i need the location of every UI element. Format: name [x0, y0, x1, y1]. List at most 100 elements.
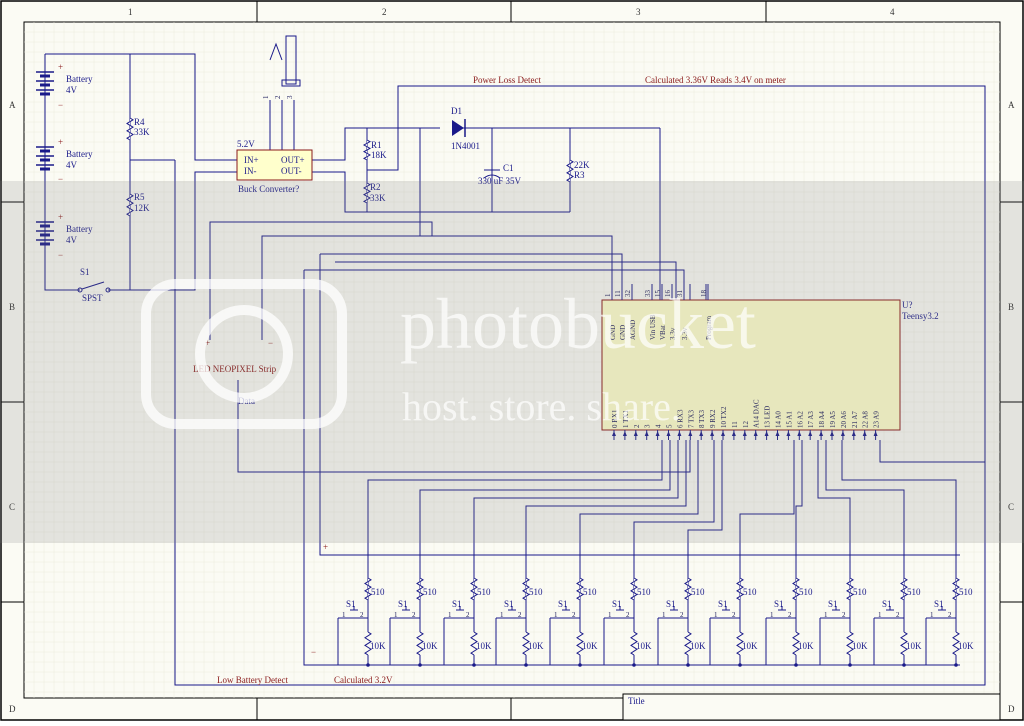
pullup-value: 510 — [477, 587, 491, 597]
pulldown-resistor — [576, 631, 584, 656]
battery-stack — [36, 71, 54, 246]
power-loss-label: Power Loss Detect — [473, 75, 541, 85]
pullup-resistor — [900, 577, 908, 601]
buck-in-minus: IN- — [244, 166, 257, 176]
teensy-top-pin-label: 3.3v — [681, 327, 689, 340]
teensy-bottom-pin-arrow — [644, 431, 649, 436]
button-pin-1: 1 — [824, 611, 828, 619]
column-label-4: 4 — [890, 7, 895, 17]
pulldown-resistor — [684, 631, 692, 656]
pulldown-value: 10K — [528, 641, 544, 651]
pulldown-resistor — [846, 631, 854, 656]
teensy-top-pin-label: GND — [619, 325, 627, 340]
teensy-bottom-pin-arrow — [731, 431, 736, 436]
pulldown-resistor — [952, 631, 960, 656]
button-pin-2: 2 — [680, 611, 684, 619]
teensy-top-pin-16: 16 — [664, 290, 672, 298]
row-label-c: C — [9, 502, 15, 512]
teensy-bottom-pin-label: 2 — [633, 424, 641, 428]
battery1-voltage: 4V — [66, 85, 78, 95]
teensy-bottom-pin-label: 14 A0 — [775, 411, 783, 428]
pullup-resistor — [952, 577, 960, 601]
button-pin-1: 1 — [500, 611, 504, 619]
pulldown-value: 10K — [690, 641, 706, 651]
diode-d1 — [452, 119, 466, 137]
resistor-r2 — [362, 182, 372, 204]
button-switch-ref: S1 — [718, 599, 728, 609]
pulldown-resistor — [416, 631, 424, 656]
button-switch-ref: S1 — [398, 599, 408, 609]
battery1-name: Battery — [66, 74, 93, 84]
pulldown-value: 10K — [798, 641, 814, 651]
button-pin-1: 1 — [342, 611, 346, 619]
teensy-bottom-pin-arrow — [764, 431, 769, 436]
teensy-bottom-pin-label: 9 RX2 — [709, 409, 717, 428]
battery3-plus-sign: + — [58, 212, 63, 222]
led-strip-label: LED NEOPIXEL Strip — [193, 364, 277, 374]
title-block: Title — [622, 693, 1001, 721]
pullup-resistor — [576, 577, 584, 601]
r1-ref: R1 — [371, 140, 382, 150]
teensy-bottom-pin-label: 12 — [742, 421, 750, 429]
teensy-top-pin-31: 31 — [676, 290, 684, 298]
battery2-plus-sign: + — [58, 137, 63, 147]
battery3-minus-sign: − — [58, 250, 63, 260]
button-switch-ref: S1 — [774, 599, 784, 609]
led-strip-plus: + — [205, 338, 210, 348]
low-battery-label: Low Battery Detect — [217, 675, 288, 685]
row-label-a: A — [9, 100, 16, 110]
pullup-value: 510 — [691, 587, 705, 597]
pulldown-resistor — [792, 631, 800, 656]
capacitor-c1 — [483, 169, 501, 179]
r2-ref: R2 — [370, 182, 381, 192]
r1-value: 18K — [371, 150, 387, 160]
resistor-r3 — [566, 159, 574, 183]
connector-pin-1: 1 — [262, 95, 270, 99]
button-switch-ref: S1 — [558, 599, 568, 609]
teensy-bottom-pin-arrow — [797, 431, 802, 436]
button-pin-2: 2 — [360, 611, 364, 619]
pullup-resistor — [736, 577, 744, 601]
teensy-bottom-pin-label: 11 — [731, 421, 739, 428]
row-label-c-right: C — [1008, 502, 1014, 512]
teensy-bottom-pin-label: 22 A8 — [862, 411, 870, 428]
teensy-bottom-pin-arrow — [808, 431, 813, 436]
pulldown-value: 10K — [476, 641, 492, 651]
teensy-bottom-pin-arrow — [666, 431, 671, 436]
d1-value: 1N4001 — [451, 141, 480, 151]
teensy-bottom-pin-label: 15 A1 — [785, 411, 793, 428]
button-rail-plus: + — [323, 542, 328, 552]
led-strip-minus: − — [268, 338, 273, 348]
button-pin-1: 1 — [448, 611, 452, 619]
row-label-b-right: B — [1008, 302, 1014, 312]
button-pin-2: 2 — [732, 611, 736, 619]
pulldown-value: 10K — [636, 641, 652, 651]
teensy-bottom-pin-label: 21 A7 — [851, 411, 859, 428]
pulldown-resistor — [630, 631, 638, 656]
button-pin-2: 2 — [842, 611, 846, 619]
button-switch-ref: S1 — [346, 599, 356, 609]
pullup-value: 510 — [637, 587, 651, 597]
battery3-name: Battery — [66, 224, 93, 234]
teensy-top-pin-label: 3.3v — [669, 327, 677, 340]
teensy-bottom-pin-arrow — [775, 431, 780, 436]
teensy-bottom-pin-arrow — [742, 431, 747, 436]
button-switch-ref: S1 — [612, 599, 622, 609]
teensy-chip — [601, 299, 901, 431]
button-rail-minus: − — [311, 647, 316, 657]
pulldown-value: 10K — [422, 641, 438, 651]
button-switch-ref: S1 — [828, 599, 838, 609]
battery1-plus-sign: + — [58, 62, 63, 72]
buck-out-minus: OUT- — [281, 166, 302, 176]
resistor-r1 — [362, 139, 372, 161]
teensy-top-pin-15: 15 — [654, 290, 662, 298]
connector-pin-3: 3 — [286, 95, 294, 99]
pulldown-value: 10K — [906, 641, 922, 651]
pulldown-resistor — [470, 631, 478, 656]
button-switch-ref: S1 — [882, 599, 892, 609]
